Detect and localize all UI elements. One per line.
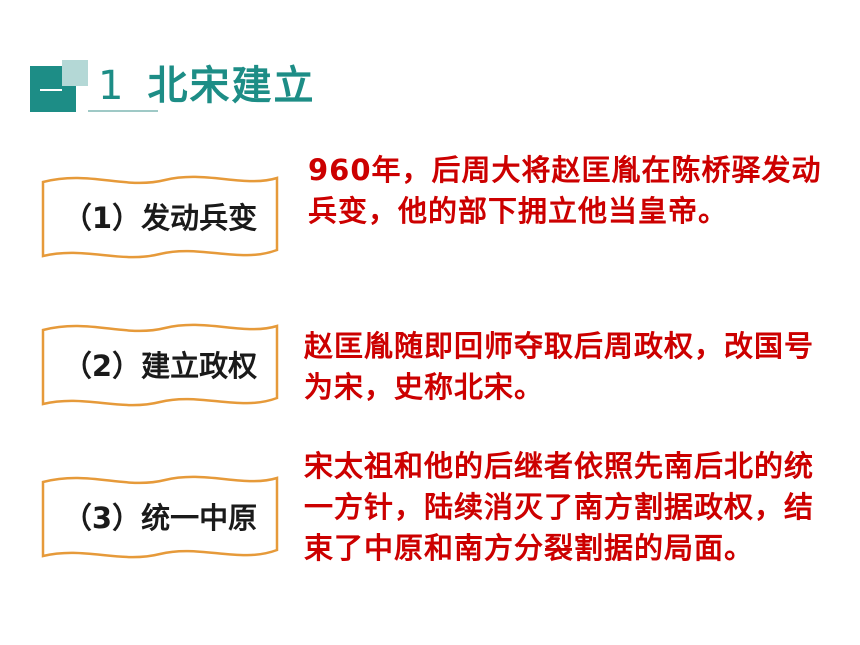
label-banner-2: （2）建立政权 [40, 318, 280, 410]
label-banner-3: （3）统一中原 [40, 470, 280, 562]
banner-shape [41, 323, 279, 407]
section-number: 1 [98, 63, 126, 109]
label-banner-1: （1）发动兵变 [40, 170, 280, 262]
banner-shape [41, 475, 279, 559]
section-header-icon [30, 60, 88, 112]
description-2: 赵匡胤随即回师夺取后周政权，改国号为宋，史称北宋。 [304, 329, 815, 404]
description-3: 宋太祖和他的后继者依照先南后北的统一方针，陆续消灭了南方割据政权，结束了中原和南… [304, 449, 815, 565]
description-1: 960年，后周大将赵匡胤在陈桥驿发动兵变，他的部下拥立他当皇帝。 [308, 153, 822, 228]
label-text-2: （2）建立政权 [62, 349, 258, 383]
header-underline [88, 110, 158, 112]
section-title: 1 北宋建立 [98, 66, 315, 106]
section-title-text: 北宋建立 [147, 63, 316, 109]
label-text-1: （1）发动兵变 [62, 201, 258, 235]
banner-shape [41, 175, 279, 259]
label-text-3: （3）统一中原 [62, 501, 258, 535]
